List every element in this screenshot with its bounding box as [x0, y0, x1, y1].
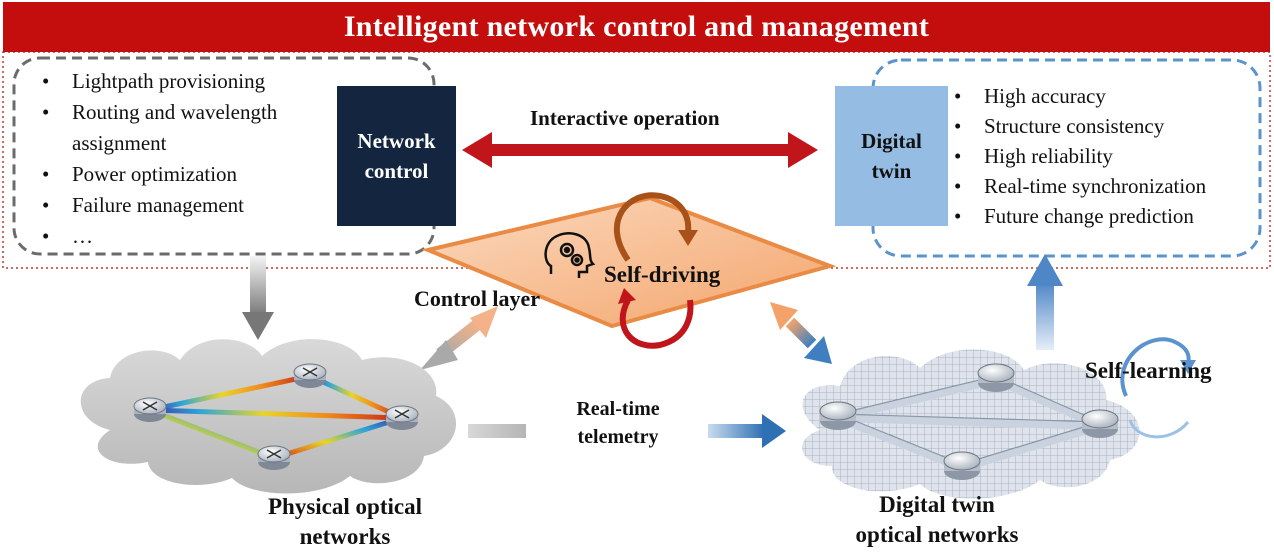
telemetry-line2: telemetry — [577, 426, 659, 448]
list-item: Lightpath provisioning — [38, 66, 277, 97]
page-title: Intelligent network control and manageme… — [3, 2, 1270, 52]
telemetry-line1: Real-time — [576, 398, 660, 420]
digital-twin-line2: twin — [871, 159, 912, 183]
down-arrow-physical — [242, 256, 274, 340]
telemetry-label: Real-time telemetry — [566, 395, 670, 451]
digital-twin-box: Digital twin — [835, 86, 948, 226]
brain-gears-icon — [544, 232, 596, 278]
list-item: Power optimization — [38, 159, 277, 190]
twin-properties-box — [871, 58, 1262, 258]
twin-network-label: Digital twin optical networks — [822, 490, 1052, 550]
list-item: … — [38, 221, 277, 252]
router-icon — [133, 363, 419, 470]
list-item: High accuracy — [950, 81, 1206, 111]
network-control-box: Network control — [337, 86, 456, 226]
list-item: Failure management — [38, 190, 277, 221]
twin-line1: Digital twin — [879, 492, 995, 517]
interactive-operation-arrow — [462, 132, 818, 168]
digital-twin-network-cloud — [802, 349, 1140, 499]
twin-properties-list: High accuracy Structure consistency High… — [950, 81, 1206, 231]
list-item-continuation: assignment — [72, 131, 167, 155]
list-item: Routing and wavelength — [38, 97, 277, 128]
twin-control-arrow — [770, 302, 832, 364]
interactive-operation-label: Interactive operation — [530, 106, 720, 130]
list-item: Future change prediction — [950, 201, 1206, 231]
control-layer-label: Control layer — [414, 286, 541, 311]
up-arrow-digital-twin — [1027, 254, 1063, 350]
network-control-line2: control — [364, 159, 429, 183]
physical-control-arrow — [420, 306, 498, 370]
twin-router-icon — [819, 363, 1119, 480]
list-item: Real-time synchronization — [950, 171, 1206, 201]
list-item: High reliability — [950, 141, 1206, 171]
physical-network-label: Physical optical networks — [230, 492, 460, 552]
self-learning-arrow — [1120, 337, 1196, 439]
control-layer-plane — [421, 195, 837, 329]
twin-line2: optical networks — [855, 522, 1019, 547]
control-functions-list: Lightpath provisioning Routing and wavel… — [38, 66, 277, 252]
list-item: Structure consistency — [950, 111, 1206, 141]
self-driving-label: Self-driving — [604, 262, 721, 287]
self-driving-arrows — [613, 192, 698, 349]
telemetry-arrow — [468, 414, 786, 448]
digital-twin-line1: Digital — [861, 129, 922, 153]
self-learning-label: Self-learning — [1085, 358, 1212, 383]
physical-network-cloud — [80, 339, 457, 494]
physical-line1: Physical optical — [268, 494, 422, 519]
network-control-line1: Network — [357, 129, 436, 153]
physical-line2: networks — [299, 524, 391, 549]
